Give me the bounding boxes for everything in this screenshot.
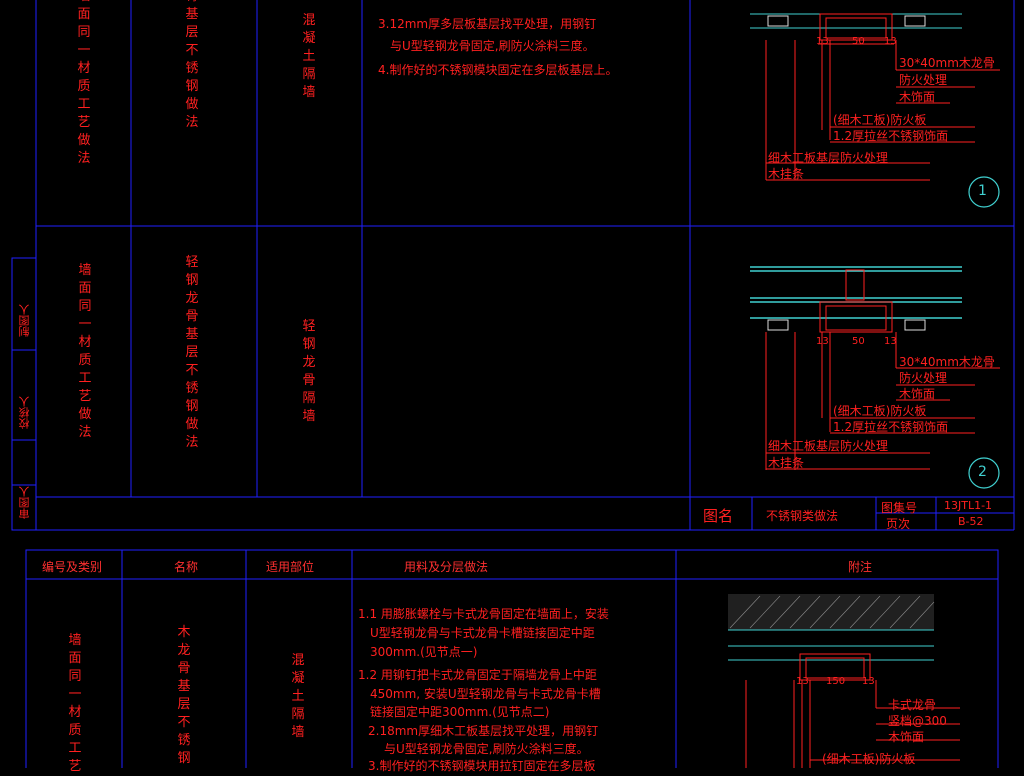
lower-header-notes: 附注 xyxy=(848,560,873,574)
lower-step-5: 450mm, 安装U型轻钢龙骨与卡式龙骨卡槽 xyxy=(370,687,601,701)
titleblock-name: 不锈钢类做法 xyxy=(766,509,839,523)
detail2-label-5: 1.2厚拉丝不锈钢饰面 xyxy=(833,420,949,434)
detail1-label-2: 防火处理 xyxy=(899,73,948,87)
lower-detail-dim-left: 13 xyxy=(796,676,809,687)
lower-detail-label-1: 卡式龙骨 xyxy=(888,698,937,712)
upper-row1-category: 墙面同一材质工艺做法 xyxy=(77,0,91,166)
lower-row-location: 混凝土隔墙 xyxy=(291,653,305,740)
lower-step-3: 300mm.(见节点一) xyxy=(370,645,478,659)
detail2-number: 2 xyxy=(978,464,987,480)
lower-detail-dim-right: 13 xyxy=(862,676,875,687)
detail1-dim-left: 13 xyxy=(816,36,829,47)
detail1-dim-right: 13 xyxy=(884,36,897,47)
lower-row-name: 木龙骨基层不锈钢 xyxy=(177,625,191,766)
detail1-label-4: (细木工板)防火板 xyxy=(833,113,927,127)
lower-row-category: 墙面同一材质工艺 xyxy=(68,633,82,774)
detail1-number: 1 xyxy=(978,183,987,199)
lower-step-6: 链接固定中距300mm.(见节点二) xyxy=(370,705,550,719)
upper-step-2: 与U型轻钢龙骨固定,刷防火涂料三度。 xyxy=(390,39,595,53)
lower-step-9: 3.制作好的不锈钢模块用拉钉固定在多层板 xyxy=(368,759,596,773)
detail2-label-3: 木饰面 xyxy=(899,387,936,401)
upper-row2-location: 轻钢龙骨隔墙 xyxy=(302,319,316,424)
upper-row1-location: 混凝土隔墙 xyxy=(302,13,316,100)
detail1-label-3: 木饰面 xyxy=(899,90,936,104)
upper-step-3: 4.制作好的不锈钢模块固定在多层板基层上。 xyxy=(378,63,618,77)
detail1-dim-mid: 50 xyxy=(852,36,865,47)
detail1-label-1: 30*40mm木龙骨 xyxy=(899,56,995,70)
upper-row1-name: 骨基层不锈钢做法 xyxy=(185,0,199,130)
detail1-label-5: 1.2厚拉丝不锈钢饰面 xyxy=(833,129,949,143)
lower-step-7: 2.18mm厚细木工板基层找平处理，用钢钉 xyxy=(368,724,599,738)
lower-detail-label-4: (细木工板)防火板 xyxy=(822,752,916,766)
lower-step-2: U型轻钢龙骨与卡式龙骨卡槽链接固定中距 xyxy=(370,626,595,640)
lower-header-materials: 用料及分层做法 xyxy=(404,560,489,574)
lower-step-4: 1.2 用铆钉把卡式龙骨固定于隔墙龙骨上中距 xyxy=(358,668,597,682)
side-label-drafter: 制图人 xyxy=(18,304,31,337)
detail2-label-7: 木挂条 xyxy=(768,456,805,470)
upper-step-1: 3.12mm厚多层板基层找平处理，用钢钉 xyxy=(378,17,597,31)
upper-row2-category: 墙面同一材质工艺做法 xyxy=(78,263,92,440)
detail2-dim-mid: 50 xyxy=(852,336,865,347)
detail1-label-6: 细木工板基层防火处理 xyxy=(768,151,889,165)
lower-header-name: 名称 xyxy=(174,560,199,574)
side-label-checker: 校核人 xyxy=(18,396,31,429)
side-label-reviewer: 审图人 xyxy=(18,486,31,519)
upper-row2-name: 轻钢龙骨基层不锈钢做法 xyxy=(185,255,199,450)
titleblock-page: B-52 xyxy=(958,515,984,528)
lower-detail-label-2: 竖档@300 xyxy=(888,714,947,728)
detail2-label-2: 防火处理 xyxy=(899,371,948,385)
lower-header-category: 编号及类别 xyxy=(42,560,103,574)
lower-header-location: 适用部位 xyxy=(266,560,315,574)
lower-detail-dim-mid: 150 xyxy=(826,676,846,687)
detail1-label-7: 木挂条 xyxy=(768,167,805,181)
lower-detail-label-3: 木饰面 xyxy=(888,730,925,744)
lower-step-1: 1.1 用膨胀螺栓与卡式龙骨固定在墙面上，安装 xyxy=(358,607,609,621)
titleblock-label: 图名 xyxy=(703,507,734,525)
detail2-dim-left: 13 xyxy=(816,336,829,347)
titleblock-atlas-label: 图集号 xyxy=(881,501,918,515)
detail2-label-1: 30*40mm木龙骨 xyxy=(899,355,995,369)
titleblock-page-label: 页次 xyxy=(886,517,911,531)
detail2-dim-right: 13 xyxy=(884,336,897,347)
titleblock-atlas: 13JTL1-1 xyxy=(944,499,993,512)
detail2-label-6: 细木工板基层防火处理 xyxy=(768,439,889,453)
lower-step-8: 与U型轻钢龙骨固定,刷防火涂料三度。 xyxy=(384,742,589,756)
detail2-label-4: (细木工板)防火板 xyxy=(833,404,927,418)
